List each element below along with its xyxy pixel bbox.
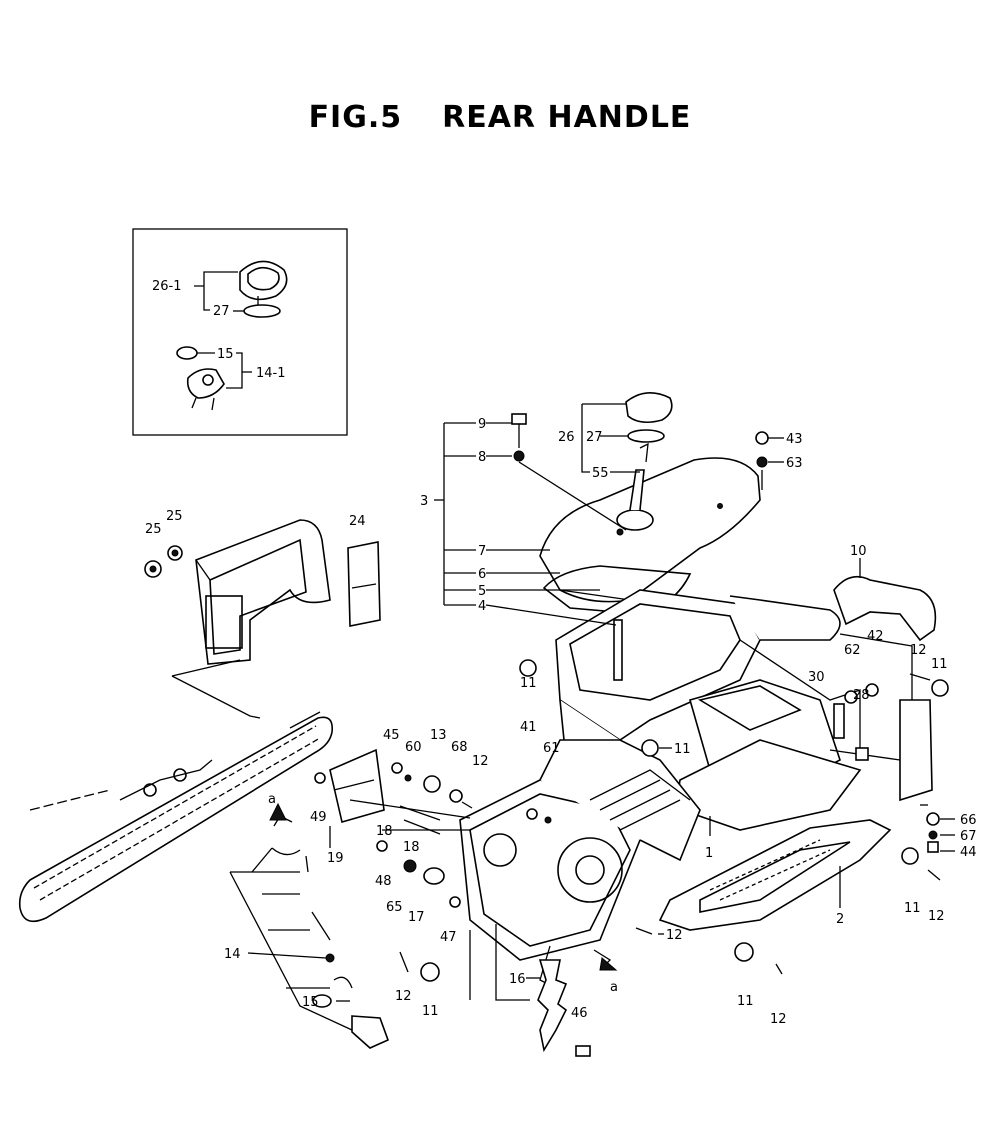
callout-12d: 12 — [666, 928, 683, 943]
callout-11f: 11 — [737, 994, 754, 1009]
callout-25a: 25 — [145, 522, 162, 537]
inset-callout-26-1: 26-1 — [152, 271, 238, 311]
callout-43: 43 — [786, 432, 803, 447]
inset-callout-27: 27 — [213, 304, 244, 319]
callout-55: 55 — [592, 466, 609, 481]
arrow-a-bottom — [599, 957, 618, 971]
callout-11c: 11 — [674, 742, 691, 757]
hardware — [271, 659, 949, 1057]
bottom-plate-2 — [658, 819, 892, 931]
callout-49: 49 — [310, 810, 327, 825]
leader-lines — [229, 403, 955, 1031]
callout-24: 24 — [349, 514, 366, 529]
figure-name: REAR HANDLE — [442, 100, 692, 135]
callout-46: 46 — [571, 1006, 588, 1021]
callout-12a: 12 — [910, 643, 927, 658]
spike-bumper-16 — [537, 959, 568, 1053]
callout-15: 15 — [302, 995, 319, 1010]
callout-18a: 18 — [376, 824, 393, 839]
callout-5: 5 — [478, 584, 486, 599]
callout-6: 6 — [478, 567, 486, 582]
callout-3: 3 — [420, 494, 428, 509]
inset-label-27: 27 — [213, 304, 230, 319]
callout-61: 61 — [543, 741, 560, 756]
callout-47: 47 — [440, 930, 457, 945]
callout-16: 16 — [509, 972, 526, 987]
callout-67: 67 — [960, 829, 977, 844]
inset-fuel-cap — [239, 260, 288, 318]
callout-11a: 11 — [931, 657, 948, 672]
callout-44: 44 — [960, 845, 977, 860]
callout-11b: 11 — [520, 676, 537, 691]
inset-label-15: 15 — [217, 347, 234, 362]
washer-25b — [167, 545, 183, 561]
callout-19: 19 — [327, 851, 344, 866]
callout-60: 60 — [405, 740, 422, 755]
callout-25b: 25 — [166, 509, 183, 524]
callout-12b: 12 — [472, 754, 489, 769]
callout-2: 2 — [836, 912, 844, 927]
handle-10 — [833, 575, 937, 642]
screw-43 — [755, 431, 769, 445]
callout-65: 65 — [386, 900, 403, 915]
air-filter-cover — [539, 457, 761, 603]
washer-8 — [513, 450, 525, 462]
washer-25a — [144, 560, 162, 578]
callout-12e: 12 — [395, 989, 412, 1004]
inset-box: 26-1 27 15 14-1 — [132, 228, 348, 436]
callout-48: 48 — [375, 874, 392, 889]
inset-frame — [132, 228, 348, 436]
callout-9: 9 — [478, 417, 486, 432]
callout-63: 63 — [786, 456, 803, 471]
crankcase — [459, 739, 701, 991]
inset-label-14-1: 14-1 — [256, 366, 286, 381]
callout-8: 8 — [478, 450, 486, 465]
guide-bar-and-chain — [18, 711, 334, 923]
arrow-a-top — [269, 802, 287, 821]
callout-17: 17 — [408, 910, 425, 925]
plate-24 — [347, 541, 381, 627]
callout-41: 41 — [520, 720, 537, 735]
callout-4: 4 — [478, 599, 486, 614]
inset-label-26-1: 26-1 — [152, 279, 182, 294]
callout-18b: 18 — [403, 840, 420, 855]
callout-11e: 11 — [422, 1004, 439, 1019]
callout-a-bottom: a — [610, 980, 618, 995]
callout-a-top: a — [268, 792, 276, 807]
callout-13: 13 — [430, 728, 447, 743]
callout-26: 26 — [558, 430, 575, 445]
callout-66: 66 — [960, 813, 977, 828]
callout-42: 42 — [867, 629, 884, 644]
callout-10: 10 — [850, 544, 867, 559]
screw-9 — [511, 413, 527, 448]
callout-27: 27 — [586, 430, 603, 445]
chain-brake-plate-19 — [329, 748, 385, 824]
callout-12f: 12 — [770, 1012, 787, 1027]
callout-62: 62 — [844, 643, 861, 658]
inset-callout-15: 15 — [197, 347, 243, 389]
cap-26 — [625, 392, 673, 463]
nut-63 — [756, 456, 768, 468]
callout-30: 30 — [808, 670, 825, 685]
figure-number: FIG.5 — [308, 100, 403, 135]
callout-68: 68 — [451, 740, 468, 755]
callout-12c: 12 — [928, 909, 945, 924]
callout-45: 45 — [383, 728, 400, 743]
callout-7: 7 — [478, 544, 486, 559]
callout-11d: 11 — [904, 901, 921, 916]
figure-title: FIG.5 REAR HANDLE — [0, 100, 1000, 135]
sprocket-cover — [171, 519, 331, 719]
callout-1: 1 — [705, 846, 713, 861]
callout-labels: 9 8 3 7 6 5 4 26 27 55 43 63 25 25 24 10… — [145, 417, 977, 1027]
inset-callout-14-1: 14-1 — [242, 366, 286, 381]
callout-14: 14 — [224, 947, 241, 962]
callout-28: 28 — [853, 688, 870, 703]
